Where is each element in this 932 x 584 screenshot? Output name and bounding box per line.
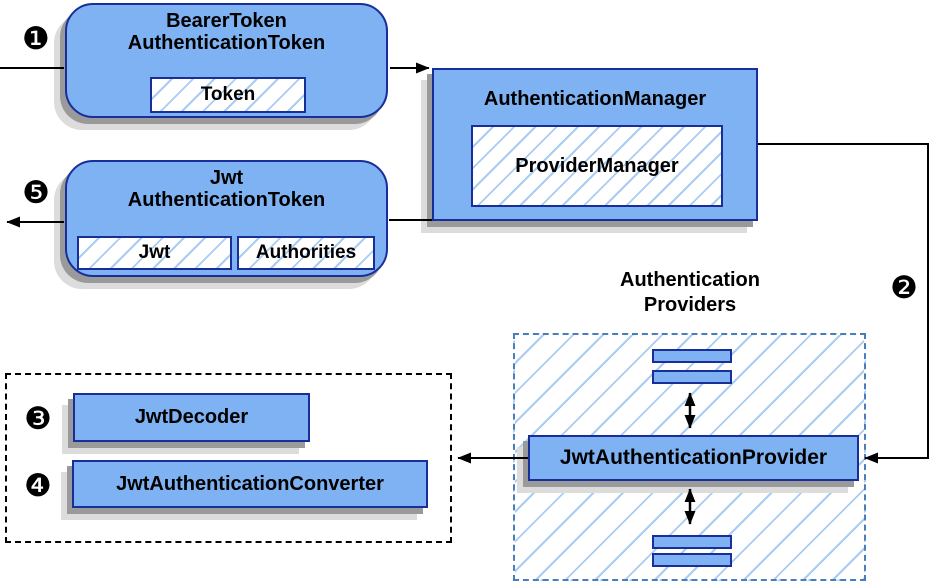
jwt-processing-group <box>5 373 452 543</box>
step-3-badge: ❸ <box>24 401 52 437</box>
authentication-manager-title: AuthenticationManager <box>483 88 707 110</box>
step-1-badge: ❶ <box>22 21 50 57</box>
jwt-authentication-token-node: Jwt AuthenticationToken Jwt Authorities <box>65 160 388 277</box>
jwt-authentication-provider-node: JwtAuthenticationProvider <box>528 435 859 481</box>
jwt-decoder-node: JwtDecoder <box>73 393 310 442</box>
authentication-manager-node: AuthenticationManager ProviderManager <box>432 68 758 221</box>
authorities-field: Authorities <box>237 236 375 270</box>
step-5-badge: ❺ <box>22 175 50 211</box>
bearer-token-title: BearerToken AuthenticationToken <box>127 10 326 54</box>
step-2-badge: ❷ <box>890 270 918 306</box>
provider-item-bar <box>652 370 732 384</box>
provider-manager-box: ProviderManager <box>471 125 723 207</box>
provider-item-bar <box>652 535 732 549</box>
provider-item-bar <box>652 349 732 363</box>
jwt-authentication-converter-node: JwtAuthenticationConverter <box>72 460 428 508</box>
step-4-badge: ❹ <box>24 468 52 504</box>
provider-item-bar <box>652 553 732 567</box>
bearer-token-authentication-token-node: BearerToken AuthenticationToken Token <box>65 3 388 118</box>
jwt-field: Jwt <box>77 236 232 270</box>
token-field: Token <box>150 77 306 113</box>
authentication-providers-label: Authentication Providers <box>620 269 760 316</box>
jwt-token-title: Jwt AuthenticationToken <box>127 167 326 211</box>
